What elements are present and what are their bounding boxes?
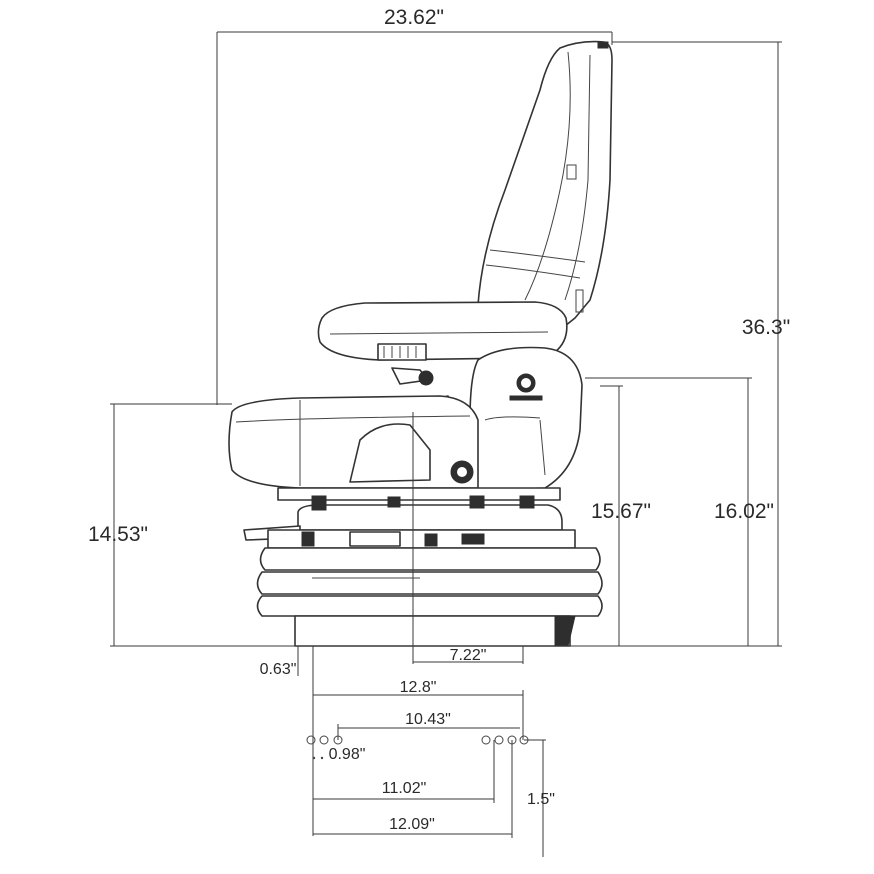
- overall-height-label: 36.3": [742, 316, 790, 339]
- rear-offset-label: 7.22": [450, 647, 487, 664]
- dimension-lines: [110, 31, 782, 857]
- mount-depth-label: 1.5": [527, 791, 555, 808]
- mount-rear-label: 11.02": [382, 780, 427, 797]
- mounting-hole-pattern: [306, 735, 529, 760]
- mount-total-label: 12.09": [389, 816, 435, 833]
- pivot-height-label: 16.02": [714, 500, 774, 523]
- mount-inner-label: 10.43": [405, 711, 451, 728]
- suspension-bellows: [256, 547, 603, 647]
- seat-side-view-icon: [228, 40, 613, 647]
- seat-height-front-label: 14.53": [88, 523, 148, 546]
- side-panel: [469, 346, 583, 491]
- overall-width-label: 23.62": [384, 6, 444, 29]
- backrest: [477, 40, 613, 336]
- slot-spacing-label: 0.98": [329, 746, 366, 763]
- front-offset-label: 0.63": [260, 661, 297, 678]
- armrest-height-label: 15.67": [591, 500, 651, 523]
- mount-outer-label: 12.8": [400, 679, 437, 696]
